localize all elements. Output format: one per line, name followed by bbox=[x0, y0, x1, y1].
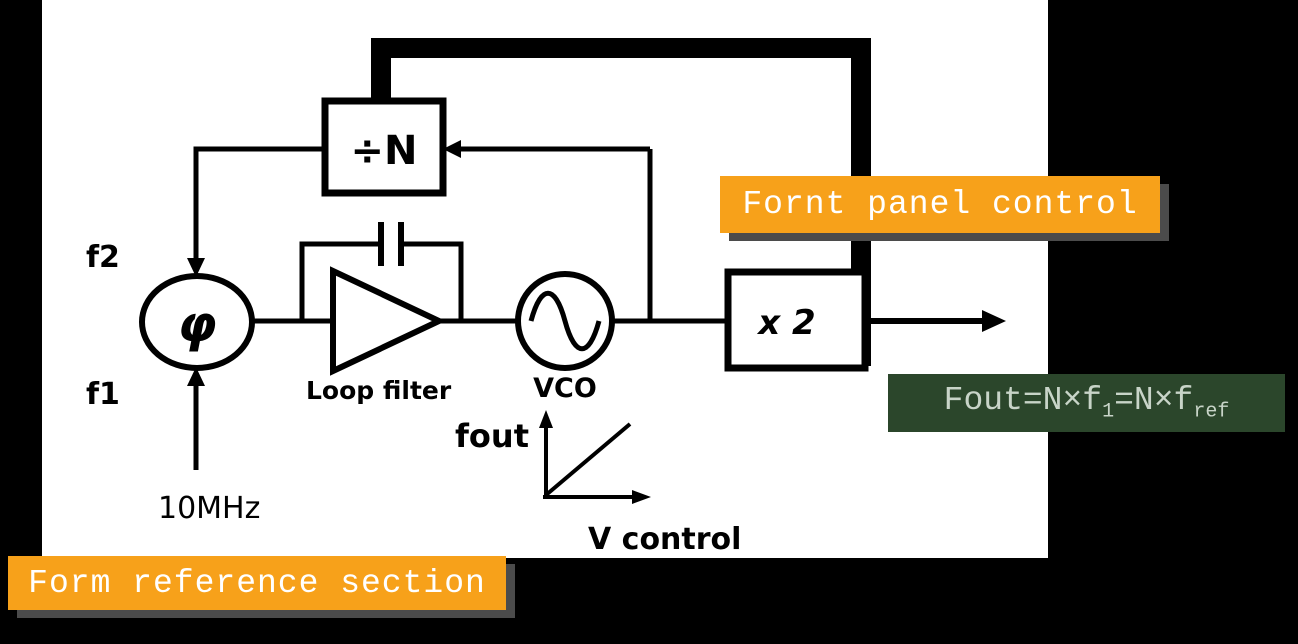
vco-label: VCO bbox=[533, 373, 597, 404]
graph-x-label: V control bbox=[588, 522, 741, 557]
input-f2-label: f2 bbox=[86, 240, 120, 275]
graph-x-arrowhead bbox=[632, 490, 651, 504]
graph-y-arrowhead bbox=[539, 410, 553, 428]
divider-label: ÷N bbox=[351, 128, 418, 174]
input-f1-label: f1 bbox=[86, 377, 120, 412]
arrowhead-into-divider bbox=[443, 140, 461, 158]
capacitor-feedback-right-wire bbox=[401, 241, 464, 321]
output-formula-text: Fout=N×f1=N×fref bbox=[944, 382, 1230, 424]
wire-divider-to-phase bbox=[193, 146, 325, 260]
graph-response-line bbox=[544, 422, 632, 497]
formula-subscript-1: 1 bbox=[1102, 400, 1115, 424]
formula-subscript-ref: ref bbox=[1193, 400, 1230, 424]
arrowhead-into-phase-top bbox=[187, 258, 205, 277]
capacitor-feedback-left-wire bbox=[299, 241, 381, 321]
front-panel-control-callout: Fornt panel control bbox=[720, 176, 1160, 233]
phase-detector-symbol: φ bbox=[177, 295, 216, 353]
loop-filter-label: Loop filter bbox=[306, 376, 452, 405]
graph-y-label: fout bbox=[455, 417, 529, 455]
arrowhead-into-phase-bottom bbox=[187, 367, 205, 386]
reference-frequency-label: 10MHz bbox=[158, 491, 260, 526]
output-formula-callout: Fout=N×f1=N×fref bbox=[888, 374, 1285, 432]
multiplier-label: x 2 bbox=[756, 303, 815, 343]
reference-section-text: Form reference section bbox=[28, 564, 486, 602]
arrowhead-output bbox=[982, 310, 1006, 332]
front-panel-control-text: Fornt panel control bbox=[742, 186, 1138, 223]
loop-filter-amp bbox=[330, 266, 447, 376]
multiplier-block bbox=[724, 268, 869, 372]
reference-section-callout: Form reference section bbox=[8, 556, 506, 610]
formula-part1: Fout=N×f bbox=[943, 382, 1103, 420]
formula-part2: =N×f bbox=[1114, 382, 1194, 420]
sine-wave-icon bbox=[528, 290, 602, 352]
divider-block bbox=[321, 97, 447, 197]
